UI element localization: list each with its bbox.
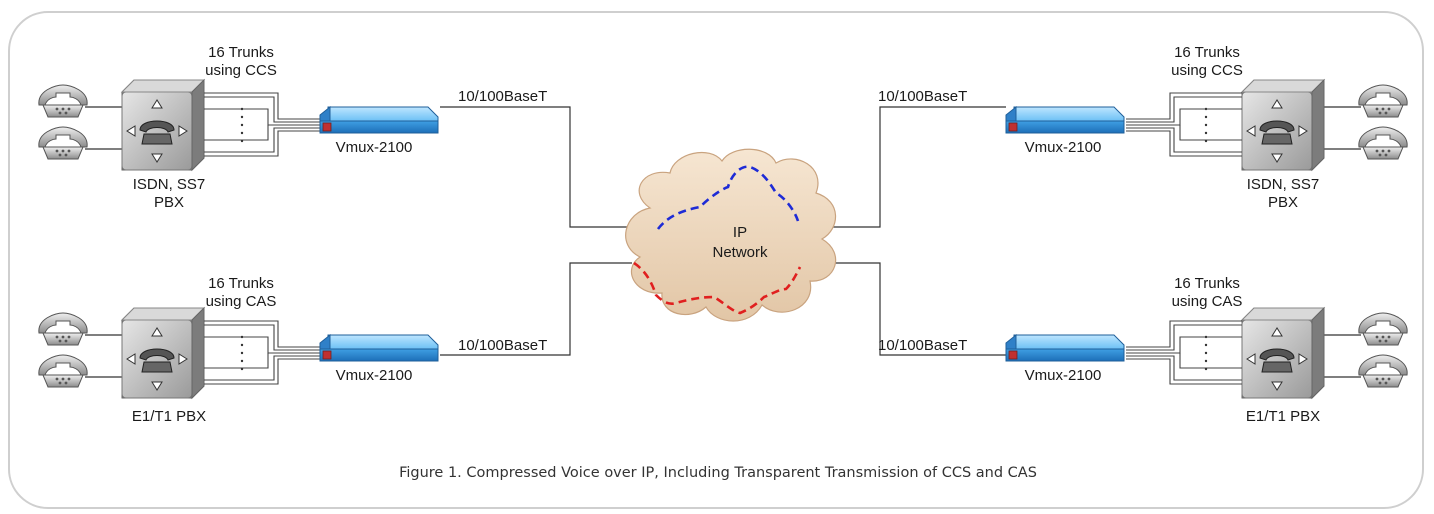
phone-icon	[1358, 312, 1408, 346]
trunk-label-line2: using CAS	[206, 293, 277, 310]
trunk-lines	[204, 320, 322, 385]
trunk-label-line1: 16 Trunks	[208, 275, 274, 292]
trunk-label-line2: using CAS	[1172, 293, 1243, 310]
phone-icon	[38, 354, 88, 388]
trunk-label-line1: 16 Trunks	[1174, 275, 1240, 292]
pbx-label-line1: ISDN, SS7	[133, 176, 206, 193]
trunk-label-line1: 16 Trunks	[1174, 44, 1240, 61]
link-bottom-right	[822, 262, 1006, 356]
pbx-icon	[1241, 79, 1325, 171]
cas-path-red	[633, 261, 802, 315]
trunk-lines	[1126, 320, 1242, 385]
trunk-dots	[1204, 335, 1208, 371]
site-top-right: 16 Trunks using CCS Vmux-2100 10/100Base…	[878, 44, 1408, 211]
link-label: 10/100BaseT	[458, 337, 547, 354]
site-bottom-right: 16 Trunks using CAS Vmux-2100 10/100Base…	[878, 275, 1408, 425]
phone-icon	[1358, 84, 1408, 118]
link-top-left	[440, 106, 650, 228]
vmux-label: Vmux-2100	[336, 139, 413, 156]
vmux-label: Vmux-2100	[336, 367, 413, 384]
phone-icon	[1358, 126, 1408, 160]
vmux-device	[1005, 106, 1125, 134]
vmux-label: Vmux-2100	[1025, 139, 1102, 156]
trunk-dots	[1204, 107, 1208, 143]
links	[440, 106, 1006, 356]
network-diagram: IP Network 16 Trunks using CCS Vmux-2100…	[38, 44, 1408, 481]
trunk-label-line1: 16 Trunks	[208, 44, 274, 61]
cloud-label-line1: IP	[733, 224, 747, 241]
phone-icon	[38, 126, 88, 160]
trunk-label-line2: using CCS	[205, 62, 277, 79]
link-label: 10/100BaseT	[878, 88, 967, 105]
trunk-dots	[240, 107, 244, 143]
phone-icon	[38, 312, 88, 346]
figure-frame: IP Network 16 Trunks using CCS Vmux-2100…	[8, 11, 1424, 509]
vmux-device	[319, 334, 439, 362]
pbx-icon	[121, 307, 205, 399]
trunk-lines	[204, 92, 322, 157]
link-label: 10/100BaseT	[878, 337, 967, 354]
pbx-label-line1: ISDN, SS7	[1247, 176, 1320, 193]
trunk-dots	[240, 335, 244, 371]
pbx-icon	[121, 79, 205, 171]
phone-icon	[1358, 354, 1408, 388]
vmux-label: Vmux-2100	[1025, 367, 1102, 384]
pbx-label-line2: PBX	[1268, 194, 1298, 211]
ip-network-cloud: IP Network	[625, 148, 837, 322]
ccs-path-blue	[656, 165, 800, 230]
figure-caption: Figure 1. Compressed Voice over IP, Incl…	[399, 465, 1037, 481]
link-label: 10/100BaseT	[458, 88, 547, 105]
link-bottom-left	[440, 262, 632, 356]
pbx-label: E1/T1 PBX	[132, 408, 206, 425]
link-top-right	[810, 106, 1006, 228]
cloud-label-line2: Network	[712, 244, 768, 261]
trunk-lines	[1126, 92, 1242, 157]
pbx-icon	[1241, 307, 1325, 399]
site-top-left: 16 Trunks using CCS Vmux-2100 10/100Base…	[38, 44, 547, 211]
pbx-label-line2: PBX	[154, 194, 184, 211]
site-bottom-left: 16 Trunks using CAS Vmux-2100 10/100Base…	[38, 275, 547, 425]
pbx-label: E1/T1 PBX	[1246, 408, 1320, 425]
vmux-device	[319, 106, 439, 134]
vmux-device	[1005, 334, 1125, 362]
phone-icon	[38, 84, 88, 118]
trunk-label-line2: using CCS	[1171, 62, 1243, 79]
